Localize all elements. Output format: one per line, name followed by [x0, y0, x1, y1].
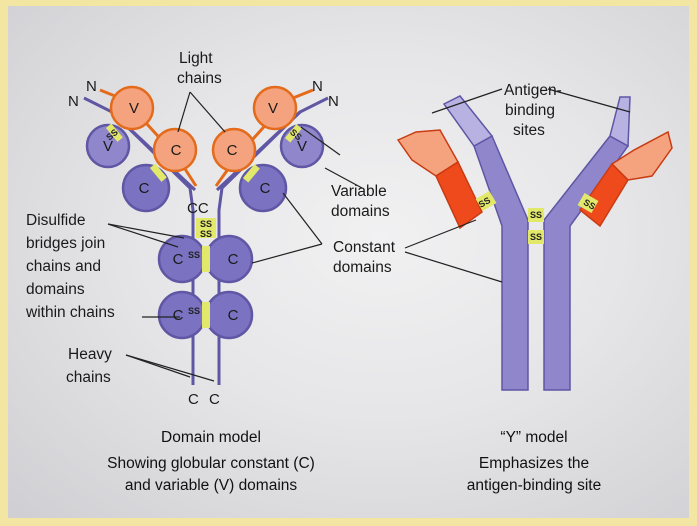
- domain-letter-c: C: [173, 307, 184, 324]
- cc-label: CC: [187, 200, 209, 217]
- disulfide-label-line1: Disulfide: [26, 212, 85, 229]
- antigen-binding-label-line3: sites: [513, 122, 545, 139]
- antigen-binding-label-line2: binding: [505, 102, 555, 119]
- y-model-caption-title: “Y” model: [500, 429, 567, 446]
- disulfide-label: SS: [188, 306, 200, 316]
- c-terminus-label: C: [209, 391, 220, 408]
- heavy-chains-label-line1: Heavy: [68, 346, 112, 363]
- light-chains-label-line2: chains: [177, 70, 222, 87]
- y-heavy-chain-left: [474, 136, 528, 390]
- constant-domains-label-line1: Constant: [333, 239, 396, 256]
- heavy-chains-label-line2: chains: [66, 369, 111, 386]
- disulfide-label: SS: [530, 210, 542, 220]
- y-light-chain-left-constant: [436, 162, 482, 228]
- domain-letter-c: C: [139, 180, 150, 197]
- disulfide-label-line3: chains and: [26, 258, 101, 275]
- disulfide-label: SS: [200, 229, 212, 239]
- disulfide-label-line5: within chains: [25, 304, 115, 321]
- disulfide-label: SS: [530, 232, 542, 242]
- y-model: SS SS SS SS: [398, 96, 672, 390]
- disulfide-label: SS: [188, 250, 200, 260]
- antigen-binding-label-line1: Antigen-: [504, 82, 562, 99]
- y-model-caption-line2: Emphasizes the: [479, 455, 589, 472]
- domain-letter-c: C: [171, 142, 182, 159]
- domain-letter-c: C: [260, 180, 271, 197]
- domain-model-caption-line3: and variable (V) domains: [125, 477, 298, 494]
- domain-letter-v: V: [268, 100, 278, 117]
- domain-letter-c: C: [173, 251, 184, 268]
- disulfide-label-line4: domains: [26, 281, 85, 298]
- domain-letter-v: V: [129, 100, 139, 117]
- domain-letter-c: C: [228, 307, 239, 324]
- light-chains-label-line1: Light: [179, 50, 213, 67]
- variable-domains-label-line2: domains: [331, 203, 390, 220]
- domain-letter-c: C: [228, 251, 239, 268]
- c-terminus-label: C: [188, 391, 199, 408]
- domain-model-caption-line2: Showing globular constant (C): [107, 455, 315, 472]
- n-terminus-label: N: [328, 93, 339, 110]
- disulfide-label-line2: bridges join: [26, 235, 105, 252]
- n-terminus-label: N: [312, 78, 323, 95]
- domain-letter-c: C: [227, 142, 238, 159]
- disulfide-label: SS: [200, 219, 212, 229]
- n-terminus-label: N: [68, 93, 79, 110]
- constant-domains-label-line2: domains: [333, 259, 392, 276]
- n-terminus-label: N: [86, 78, 97, 95]
- y-model-caption-line3: antigen-binding site: [467, 477, 601, 494]
- domain-model-caption-title: Domain model: [161, 429, 261, 446]
- variable-domains-label-line1: Variable: [331, 183, 387, 200]
- y-variable-tip-left: [444, 96, 492, 146]
